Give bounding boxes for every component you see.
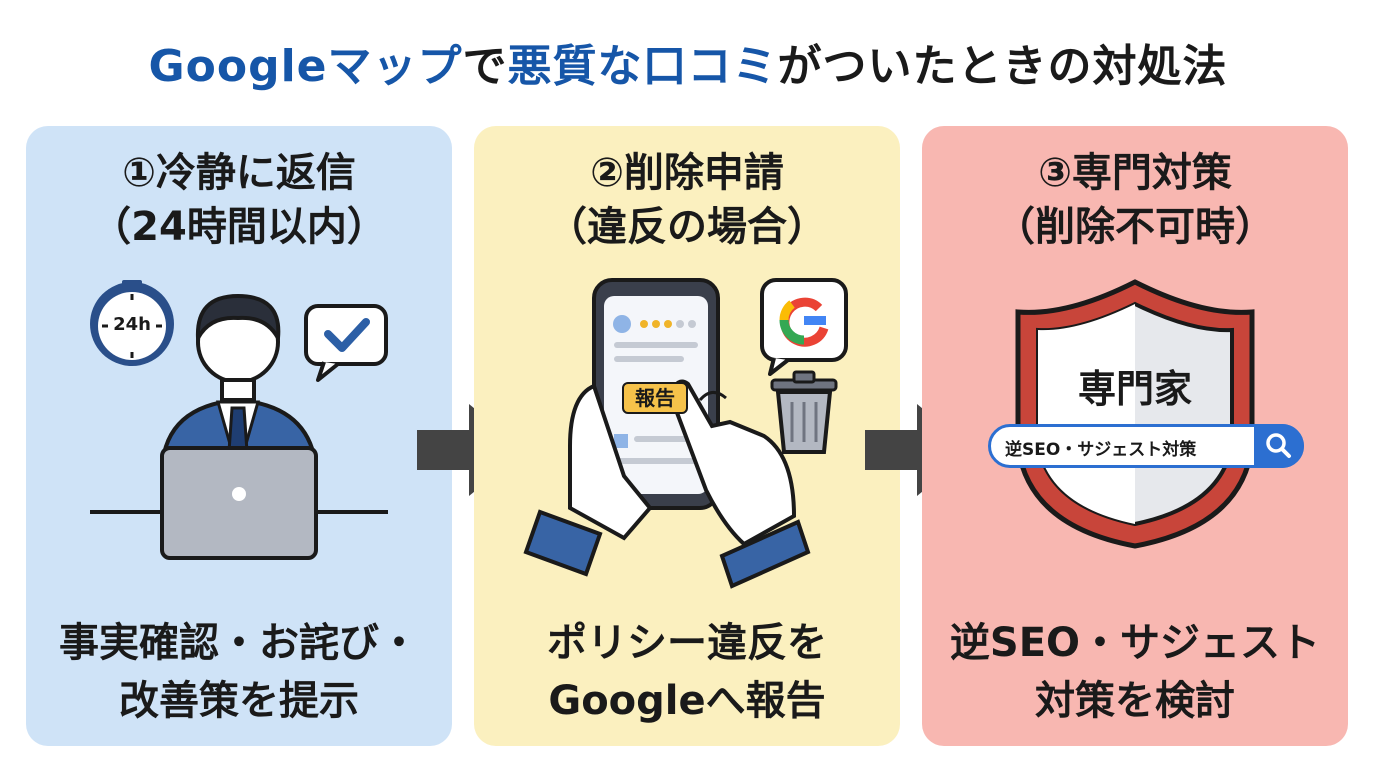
laptop-icon [90,446,388,560]
hand-pointer-icon [667,379,811,589]
check-bubble-icon [304,304,388,382]
step-heading-sub: （違反の場合） [547,204,827,250]
specialist-label: 専門家 [1077,367,1192,411]
clock-label: 24h [113,314,151,335]
step-heading: ②削除申請 （違反の場合） [474,146,900,254]
trash-icon [770,370,838,454]
title-rest: がついたときの対処法 [777,41,1228,92]
title-google-maps: Googleマップ [148,41,463,92]
search-bar: 逆SEO・サジェスト対策 [988,424,1304,468]
search-text: 逆SEO・サジェスト対策 [1005,440,1197,460]
step-panel-delete-request: ②削除申請 （違反の場合） [474,126,900,746]
search-icon [1266,433,1291,458]
step-heading-main: ①冷静に返信 [122,150,356,196]
step-footer-line-1: 事実確認・お詫び・ [59,620,419,666]
step-heading: ①冷静に返信 （24時間以内） [26,146,452,254]
step-footer-line-2: 対策を検討 [1035,678,1235,724]
arrow-right-icon [417,404,525,496]
step-heading-main: ③専門対策 [1038,150,1232,196]
arrow-right-icon [865,404,973,496]
clock-icon [90,280,174,366]
page-title: Googleマップで悪質な口コミがついたときの対処法 [0,30,1376,94]
delete-request-illustration [523,278,848,589]
shield-illustration [1015,279,1255,549]
step-footer-line-1: ポリシー違反を [547,620,827,666]
step-footer: 事実確認・お詫び・ 改善策を提示 [26,614,452,730]
report-button: 報告 [622,382,688,414]
step-footer: 逆SEO・サジェスト 対策を検討 [922,614,1348,730]
step-panel-reply: ①冷静に返信 （24時間以内） [26,126,452,746]
step-panel-specialist: ③専門対策 （削除不可時） 専門家 逆SEO・サジェスト対策 逆SEO・サジェス… [922,126,1348,746]
step-heading-sub: （削除不可時） [995,204,1275,250]
google-logo-icon [760,278,848,376]
shield-icon [1015,279,1255,549]
title-de: で [462,41,508,92]
step-footer-line-2: Googleへ報告 [548,678,826,724]
step-footer: ポリシー違反を Googleへ報告 [474,614,900,730]
step-footer-line-1: 逆SEO・サジェスト [949,620,1321,666]
step-heading: ③専門対策 （削除不可時） [922,146,1348,254]
title-bad-review: 悪質な口コミ [507,41,778,92]
left-hand-icon [523,383,653,577]
reply-illustration [90,280,388,560]
search-button [1254,424,1304,468]
step-footer-line-2: 改善策を提示 [119,678,359,724]
step-heading-main: ②削除申請 [590,150,784,196]
step-heading-sub: （24時間以内） [91,204,387,250]
